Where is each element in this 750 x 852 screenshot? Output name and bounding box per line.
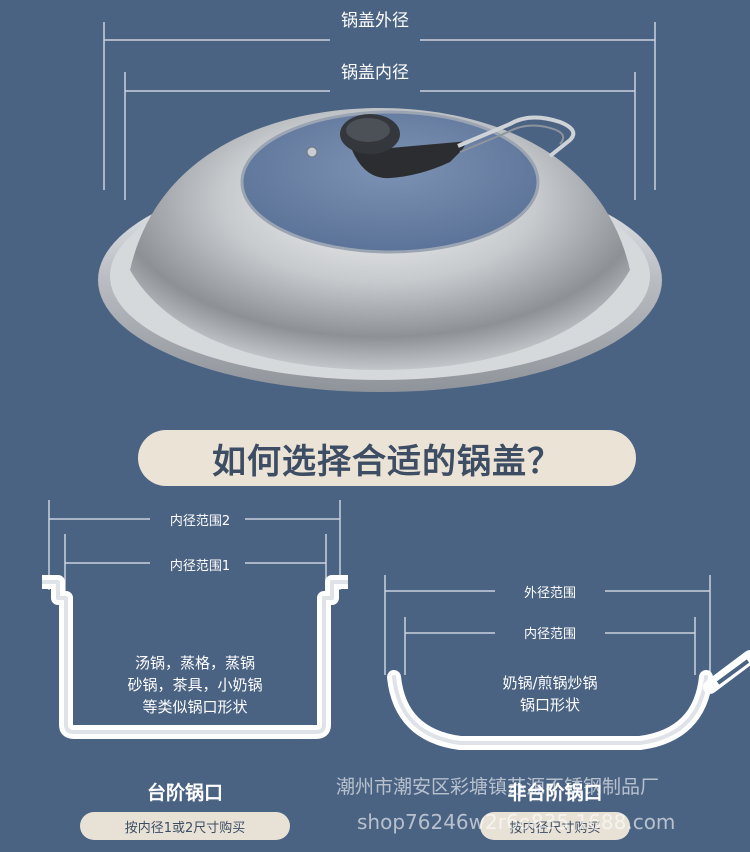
inner-range-1-label: 内径范围1	[169, 559, 231, 574]
watermark-shop-url: shop76246w2r6o835.1688.com	[357, 810, 676, 834]
stepped-pot-description: 汤锅，蒸格，蒸锅 砂锅，茶具，小奶锅 等类似锅口形状	[80, 652, 310, 718]
inner-range-2-label: 内径范围2	[169, 514, 231, 529]
lid-inner-diameter-label: 锅盖内径	[341, 63, 409, 83]
lid-dimension-lines	[103, 22, 656, 200]
description-line: 汤锅，蒸格，蒸锅	[134, 654, 255, 672]
outer-range-label: 外径范围	[523, 586, 576, 601]
description-line: 等类似锅口形状	[142, 698, 248, 716]
round-pot-title: 非台阶锅口	[507, 782, 603, 804]
stepped-pot-title: 台阶锅口	[146, 782, 223, 804]
headline-banner: 如何选择合适的锅盖？	[138, 430, 636, 486]
lid-outer-diameter-label: 锅盖外径	[341, 11, 409, 31]
watermark-shop-name: 潮州市潮安区彩塘镇苏源不锈钢制品厂	[336, 776, 660, 798]
round-pot-description: 奶锅/煎锅炒锅 锅口形状	[440, 672, 660, 716]
round-pot-buy-pill: 按内径尺寸购买	[480, 812, 630, 840]
stepped-pot-buy-pill: 按内径1或2尺寸购买	[80, 812, 290, 840]
inner-range-label: 内径范围	[523, 627, 576, 642]
description-line: 奶锅/煎锅炒锅	[502, 674, 598, 692]
stepped-pot-diagram	[42, 500, 348, 739]
pot-lid-image	[98, 108, 662, 392]
description-line: 锅口形状	[519, 696, 580, 714]
round-pot-diagram	[384, 575, 750, 750]
description-line: 砂锅，茶具，小奶锅	[127, 676, 263, 694]
